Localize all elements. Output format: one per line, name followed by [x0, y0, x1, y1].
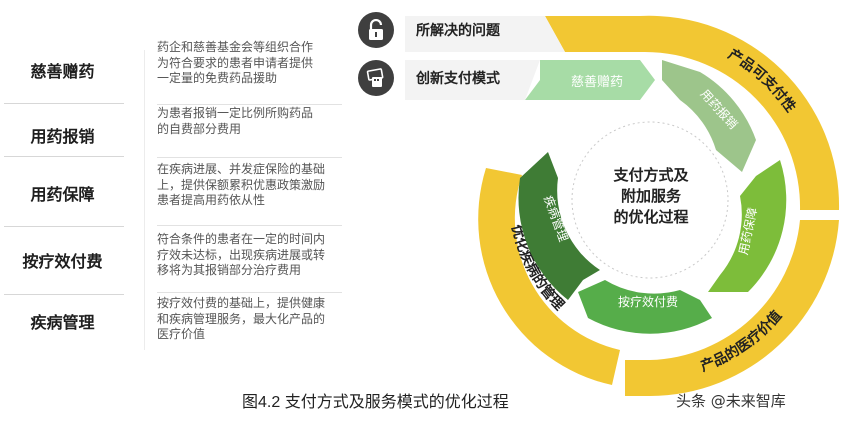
table-row-reimbursement: 用药报销 为患者报销一定比例所购药品 的自费部分费用: [0, 106, 350, 158]
row-name: 用药保障: [30, 185, 95, 204]
arrow-guarantee: [708, 160, 787, 292]
legend-problem-banner: [405, 16, 565, 52]
figure-caption: 图4.2 支付方式及服务模式的优化过程: [242, 394, 509, 411]
arrow-outcome-payment: [578, 280, 712, 334]
table-row-disease-management: 疾病管理 按疗效付费的基础上，提供健康 和疾病管理服务，最大化产品的 医疗价值: [0, 296, 350, 360]
outer-ring-medical-value: [625, 220, 839, 396]
source-watermark: 头条 @未来智库: [676, 392, 786, 410]
center-circle: [571, 121, 729, 279]
legend-mode-banner: [525, 60, 655, 100]
table-row-outcome-payment: 按疗效付费 符合条件的患者在一定的时间内 疗效未达标，出现疾病进展或转 移将为其…: [0, 228, 350, 292]
arrow-disease-management: [518, 152, 600, 300]
unlock-icon: [358, 12, 394, 48]
row-divider: [157, 292, 342, 293]
legend-banner-bg: [405, 60, 540, 100]
arrow-reimbursement: [662, 60, 756, 172]
row-divider: [4, 103, 124, 104]
row-description: 在疾病进展、并发症保险的基础 上，提供保额累积优惠政策激励 患者提高用药依从性: [157, 162, 326, 207]
row-divider: [4, 156, 124, 157]
row-divider: [157, 225, 342, 226]
center-title-line-1: 支付方式及: [612, 166, 689, 184]
row-description: 为患者报销一定比例所购药品 的自费部分费用: [157, 106, 314, 136]
row-description: 按疗效付费的基础上，提供健康 和疾病管理服务，最大化产品的 医疗价值: [157, 296, 326, 341]
center-title-line-2: 附加服务: [621, 187, 682, 205]
row-divider: [157, 104, 342, 105]
row-name: 慈善赠药: [30, 62, 95, 81]
row-description: 药企和慈善基金会等组织合作 为符合要求的患者申请者提供 一定量的免费药品援助: [157, 40, 314, 85]
row-divider: [4, 226, 124, 227]
table-row-guarantee: 用药保障 在疾病进展、并发症保险的基础 上，提供保额累积优惠政策激励 患者提高用…: [0, 158, 350, 220]
outer-ring-affordability: [545, 15, 840, 210]
row-name: 疾病管理: [30, 313, 95, 332]
arrow-label-outcome-payment: 按疗效付费: [618, 294, 678, 309]
column-divider: [144, 50, 145, 350]
card-payment-icon: [358, 60, 394, 96]
row-divider: [4, 294, 124, 295]
table-row-charity: 慈善赠药 药企和慈善基金会等组织合作 为符合要求的患者申请者提供 一定量的免费药…: [0, 38, 350, 102]
legend-label-mode: 创新支付模式: [416, 71, 500, 87]
legend-label-problem: 所解决的问题: [416, 23, 500, 39]
outer-ring-disease-optimization: [478, 168, 620, 385]
row-name: 用药报销: [30, 127, 95, 146]
center-title-line-3: 的优化过程: [613, 208, 688, 226]
row-name: 按疗效付费: [22, 252, 103, 271]
row-description: 符合条件的患者在一定的时间内 疗效未达标，出现疾病进展或转 移将为其报销部分治疗…: [157, 232, 326, 277]
row-divider: [157, 157, 342, 158]
arrow-label-charity: 慈善赠药: [571, 74, 623, 90]
